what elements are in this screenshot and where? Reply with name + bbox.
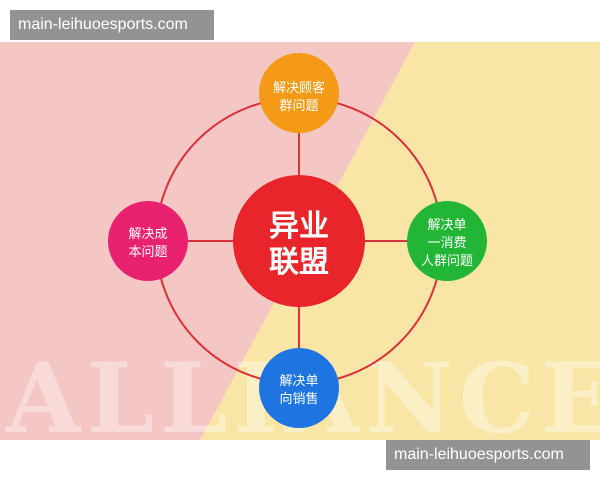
watermark-top: main-leihuoesports.com [10,10,214,40]
node-right-line3: 人群问题 [421,254,473,269]
center-label-line1: 异业 [269,209,329,244]
node-left: 解决成 本问题 [108,201,188,281]
center-label-line2: 联盟 [269,245,329,280]
center-node: 异业 联盟 [233,175,365,307]
node-left-line2: 本问题 [128,245,167,260]
node-bottom: 解决单 向销售 [259,348,339,428]
node-right-line2: 一消费 [427,236,466,251]
node-top: 解决顾客 群问题 [259,53,339,133]
node-right-line1: 解决单 [427,218,466,233]
node-top-line1: 解决顾客 [273,80,325,96]
node-left-line1: 解决成 [128,227,167,242]
watermark-bottom: main-leihuoesports.com [386,440,590,470]
node-right: 解决单 一消费 人群问题 [407,201,487,281]
node-top-line2: 群问题 [279,99,318,114]
node-bottom-line1: 解决单 [279,374,318,389]
node-bottom-line2: 向销售 [279,391,318,407]
